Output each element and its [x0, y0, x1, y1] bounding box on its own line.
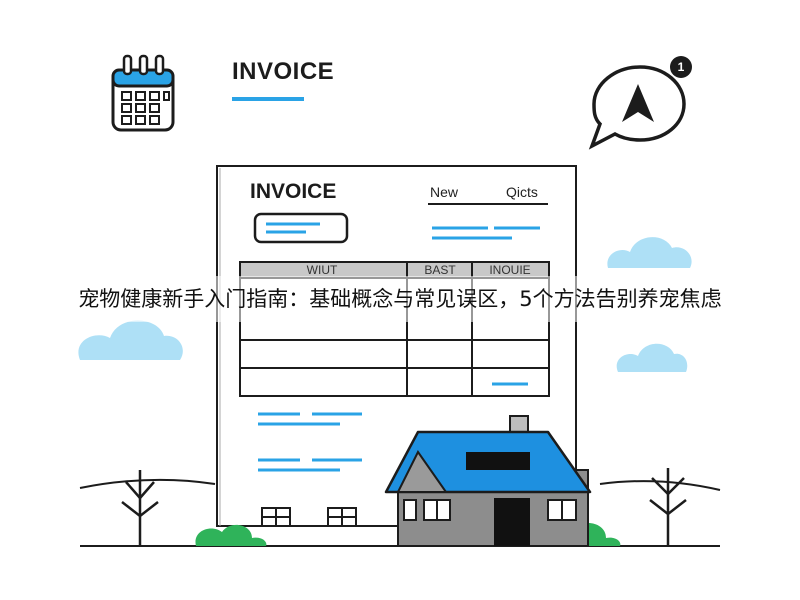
document-label-qicts: Qicts: [506, 184, 538, 200]
tree-left: [121, 470, 159, 546]
table-header-1: WIUT: [306, 263, 338, 277]
navigation-arrow-icon: [588, 65, 686, 150]
header-underline: [232, 97, 304, 101]
tree-right: [649, 468, 687, 546]
cloud-decoration: [78, 237, 692, 372]
caption-text: 宠物健康新手入门指南：基础概念与常见误区，5个方法告别养宠焦虑: [78, 287, 722, 311]
table-header-3: INOUIE: [489, 263, 531, 277]
notification-count: 1: [677, 60, 685, 74]
document-title: INVOICE: [250, 180, 337, 203]
house-icon: [384, 415, 592, 547]
header-title: INVOICE: [232, 58, 335, 85]
table-header-2: BAST: [424, 263, 456, 277]
document-label-new: New: [430, 184, 459, 200]
caption-overlay: 宠物健康新手入门指南：基础概念与常见误区，5个方法告别养宠焦虑: [0, 276, 800, 322]
notification-badge: [670, 56, 692, 78]
calendar-icon: [111, 54, 175, 132]
